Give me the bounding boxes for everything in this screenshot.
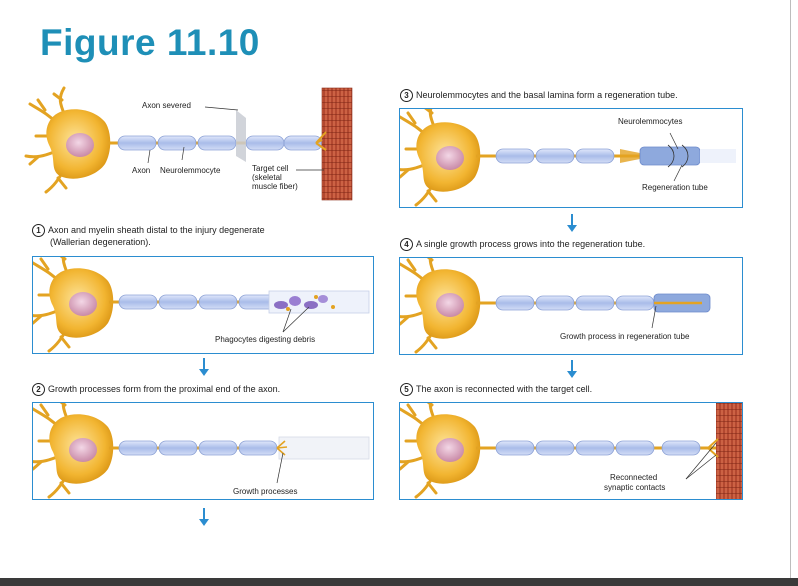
label-target-cell-sub2: muscle fiber): [252, 182, 298, 191]
step-2-text-line1: Growth processes form from the proximal …: [48, 383, 281, 394]
step-3-number: 3: [400, 89, 413, 102]
step-2-diagram: [33, 403, 370, 499]
callout-growth-process-tube: Growth process in regeneration tube: [560, 332, 690, 341]
step-3-panel: Neurolemmocytes Regeneration tube: [399, 108, 743, 208]
step-5-number: 5: [400, 383, 413, 396]
bottom-bar: [0, 578, 798, 586]
step-5-text-line1: The axon is reconnected with the target …: [416, 383, 593, 394]
callout-synaptic-contacts: synaptic contacts: [604, 483, 666, 492]
label-axon-severed: Axon severed: [142, 101, 191, 110]
step-3-diagram: [400, 109, 736, 207]
step-3-text-line1: Neurolemmocytes and the basal lamina for…: [416, 89, 678, 100]
arrow-down-icon: [199, 358, 209, 376]
step-5-diagram: [400, 403, 742, 499]
step-2-panel: Growth processes: [32, 402, 374, 500]
step-1-text-line1: Axon and myelin sheath distal to the inj…: [48, 224, 265, 235]
step-4-diagram: [400, 258, 711, 354]
label-target-cell-sub1: (skeletal: [252, 173, 282, 182]
step-2-number: 2: [32, 383, 45, 396]
callout-neurolemmocytes: Neurolemmocytes: [618, 117, 683, 126]
label-axon: Axon: [132, 166, 151, 175]
step-4-number: 4: [400, 238, 413, 251]
arrow-down-icon: [567, 214, 577, 232]
step-1-diagram: [33, 257, 370, 353]
step-1-text-line2: (Wallerian degeneration).: [50, 237, 151, 247]
callout-phagocytes: Phagocytes digesting debris: [215, 335, 316, 344]
step-1-panel: Phagocytes digesting debris: [32, 256, 374, 354]
figure-title: Figure 11.10: [40, 22, 260, 63]
label-neurolemmocyte: Neurolemmocyte: [160, 166, 221, 175]
callout-reconnected: Reconnected: [610, 473, 658, 482]
callout-growth-processes: Growth processes: [233, 487, 298, 496]
arrow-down-icon: [567, 360, 577, 378]
step-4-text-line1: A single growth process grows into the r…: [416, 238, 646, 249]
label-target-cell: Target cell: [252, 164, 289, 173]
callout-regeneration-tube: Regeneration tube: [642, 183, 708, 192]
step-1-number: 1: [32, 224, 45, 237]
step-4-panel: Growth process in regeneration tube: [399, 257, 743, 355]
step-5-panel: Reconnected synaptic contacts: [399, 402, 743, 500]
arrow-down-icon: [199, 508, 209, 526]
